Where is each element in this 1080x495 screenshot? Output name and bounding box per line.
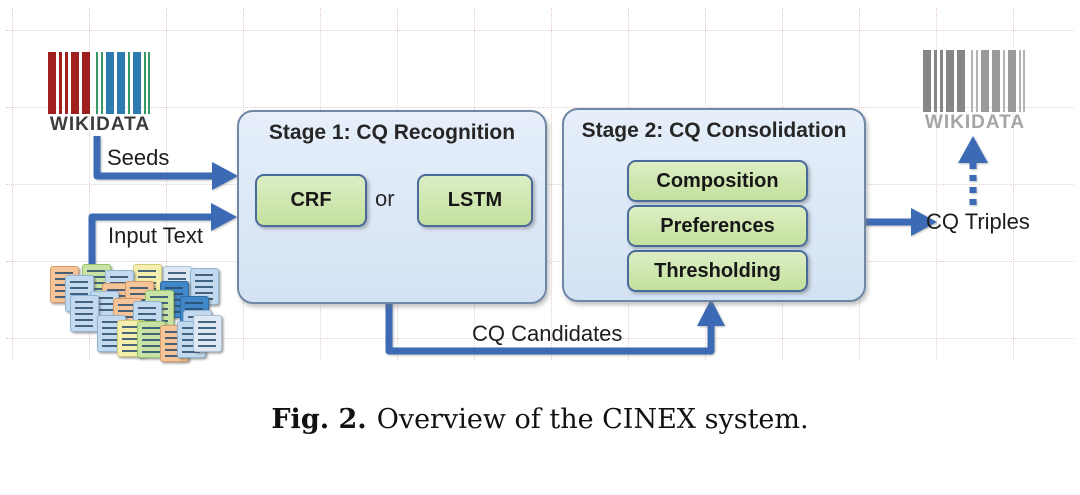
barcode-bar <box>82 52 90 114</box>
barcode-bar <box>101 52 103 114</box>
barcode-bar <box>946 50 954 112</box>
or-label: or <box>375 186 395 211</box>
preferences-box: Preferences <box>627 205 808 247</box>
barcode-bar <box>957 50 965 112</box>
barcode-bar <box>1019 50 1021 112</box>
seeds-label: Seeds <box>107 145 170 170</box>
barcode-bar <box>128 52 130 114</box>
wikidata-output-label: WIKIDATA <box>924 112 1026 133</box>
stage1-title: Stage 1: CQ Recognition <box>268 121 516 144</box>
barcode-bar <box>1003 50 1005 112</box>
input-text-label: Input Text <box>108 223 203 248</box>
stage2-box: Stage 2: CQ Consolidation Composition Pr… <box>562 108 866 302</box>
barcode-bar <box>96 52 98 114</box>
barcode-bar <box>148 52 150 114</box>
barcode-bar <box>976 50 978 112</box>
wikidata-gray-logo-icon <box>923 50 1025 112</box>
barcode-bar <box>144 52 146 114</box>
barcode-bar <box>48 52 56 114</box>
barcode-bar <box>934 50 937 112</box>
stage1-box: Stage 1: CQ Recognition CRF or LSTM <box>237 110 547 304</box>
barcode-bar <box>992 50 1000 112</box>
barcode-bar <box>940 50 943 112</box>
wikidata-input-label: WIKIDATA <box>49 114 151 135</box>
barcode-bar <box>971 50 973 112</box>
barcode-bar <box>923 50 931 112</box>
barcode-bar <box>59 52 62 114</box>
composition-box: Composition <box>627 160 808 202</box>
stage2-title: Stage 2: CQ Consolidation <box>581 119 847 142</box>
dotted-up-arrow-icon <box>958 136 988 205</box>
barcode-bar <box>106 52 114 114</box>
barcode-bar <box>65 52 68 114</box>
cq-candidates-label: CQ Candidates <box>472 321 623 346</box>
crf-box: CRF <box>255 174 367 227</box>
thresholding-box: Thresholding <box>627 250 808 292</box>
figure-caption-label: Fig. 2. <box>271 404 367 435</box>
barcode-bar <box>71 52 79 114</box>
grid-line <box>6 30 1074 31</box>
figure-caption-text: Overview of the CINEX system. <box>376 404 809 435</box>
figure-caption: Fig. 2. Overview of the CINEX system. <box>0 404 1080 435</box>
cq-triples-label: CQ Triples <box>926 209 1030 234</box>
lstm-box: LSTM <box>417 174 533 227</box>
barcode-bar <box>981 50 989 112</box>
document-icon <box>193 315 222 352</box>
barcode-bar <box>1008 50 1016 112</box>
wikidata-logo-icon <box>48 52 150 114</box>
barcode-bar <box>117 52 125 114</box>
barcode-bar <box>133 52 141 114</box>
barcode-bar <box>1023 50 1025 112</box>
grid-line <box>6 107 1074 108</box>
document-icon <box>70 295 99 332</box>
